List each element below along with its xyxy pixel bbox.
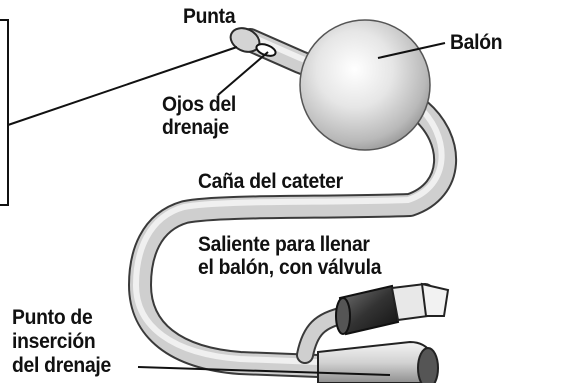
- left-frame: [0, 19, 9, 206]
- label-shaft: Caña del cateter: [198, 170, 343, 193]
- leader-balloon: [377, 42, 446, 59]
- label-drainage-eyes-line2: drenaje: [162, 116, 229, 139]
- label-drainage-point-line3: del drenaje: [12, 354, 111, 377]
- balloon-icon: [299, 19, 431, 151]
- leader-left-frame: [7, 46, 238, 126]
- leader-lines: [7, 42, 446, 376]
- leader-drainage-eyes: [217, 51, 269, 96]
- label-inflation-port-line2: el balón, con válvula: [198, 256, 382, 279]
- drainage-funnel: [317, 340, 439, 383]
- label-drainage-eyes-line1: Ojos del: [162, 93, 237, 116]
- valve-icon: [335, 282, 450, 336]
- catheter-tip-icon: [229, 27, 277, 57]
- label-tip: Punta: [183, 5, 236, 28]
- leader-drainage-point: [137, 366, 391, 376]
- label-drainage-point-line1: Punto de: [12, 306, 93, 329]
- label-inflation-port-line1: Saliente para llenar: [198, 233, 370, 256]
- label-drainage-point-line2: inserción: [12, 330, 96, 353]
- label-balloon: Balón: [450, 31, 503, 54]
